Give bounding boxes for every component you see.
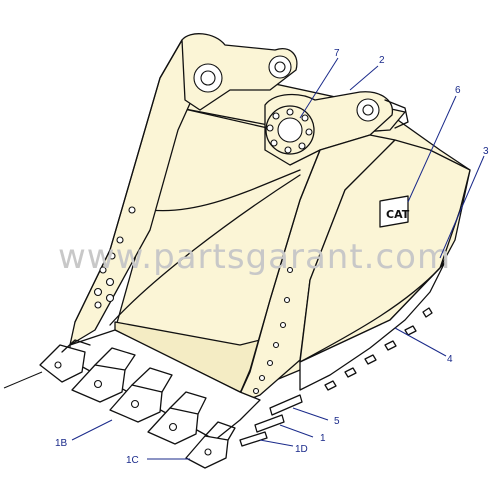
callout-1c: 1C [126,455,139,466]
callout-5: 5 [334,416,340,427]
callout-1: 1 [320,433,326,444]
tooth-5 [185,421,236,469]
tooth-4 [147,391,207,445]
tooth-1 [39,339,91,383]
side-protector-1d [239,431,268,447]
side-cutter [299,261,446,391]
callout-4: 4 [447,354,453,365]
callout-6: 6 [455,85,461,96]
logo-plate: CAT [379,195,410,228]
boss-bolts [266,108,313,154]
callout-3: 3 [483,146,489,157]
left-side-holes [93,206,136,309]
watermark-text: www.partsgarant.com [58,237,451,277]
side-protector-5 [269,394,303,416]
svg-text:CAT: CAT [386,208,410,221]
right-side-holes [252,266,294,395]
tooth-2 [71,347,136,403]
callout-2: 2 [379,55,385,66]
side-protector-1 [254,414,285,433]
tooth-3 [109,367,173,423]
callout-7: 7 [334,48,340,59]
wrapper-plate [299,139,471,363]
leader-lines [3,57,485,460]
callout-1b: 1B [55,438,68,449]
callout-1d: 1D [295,444,308,455]
cutting-edge-segments [324,307,433,391]
